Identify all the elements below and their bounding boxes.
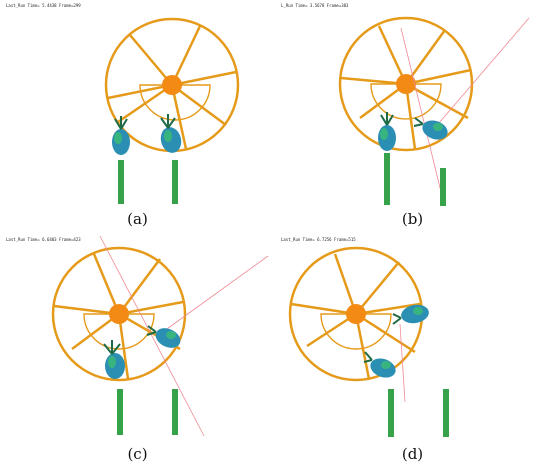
pineapple [103, 340, 125, 379]
force-arrow [400, 17, 530, 201]
panel-caption: (a) [127, 210, 148, 228]
hub [346, 304, 366, 324]
panel-b: L_Run Time= 3.5678 Frame=383 (b) [275, 0, 550, 234]
pineapple [160, 114, 182, 153]
frame-header: Last_Run Time= 6.6403 Frame=423 [6, 237, 81, 242]
force-arrow [99, 235, 269, 437]
panel-caption: (d) [401, 445, 424, 463]
stalk [117, 389, 123, 435]
hub [109, 304, 129, 324]
panel-d: Last_Run Time= 6.7256 Frame=515 (d) [275, 234, 550, 468]
force-arrow [399, 323, 406, 403]
pineapple [363, 351, 396, 378]
pineapple [146, 325, 181, 348]
reel-wheel [51, 246, 187, 382]
stalk [440, 168, 446, 206]
panel-caption: (c) [127, 445, 148, 463]
simulation-view-c [51, 235, 269, 437]
pineapple [392, 304, 429, 325]
stalk [118, 160, 124, 204]
frame-header: Last_Run Time= 5.4438 Frame=299 [6, 3, 81, 8]
stalk [172, 389, 178, 435]
stalk [384, 153, 390, 205]
simulation-view-d [288, 246, 449, 437]
panel-c: Last_Run Time= 6.6403 Frame=423 (c) [0, 234, 275, 468]
stalk [172, 160, 178, 204]
simulation-view-a [104, 17, 240, 204]
frame-header: L_Run Time= 3.5678 Frame=383 [281, 3, 349, 8]
hub [162, 75, 182, 95]
pineapple [413, 117, 448, 140]
panel-caption: (b) [401, 210, 424, 228]
panel-a: Last_Run Time= 5.4438 Frame=299 (a) [0, 0, 275, 234]
stalk [443, 389, 449, 437]
stalk [388, 389, 394, 437]
frame-header: Last_Run Time= 6.7256 Frame=515 [281, 237, 356, 242]
pineapple [112, 116, 130, 155]
pineapple [378, 112, 396, 151]
simulation-view-b [338, 16, 530, 206]
reel-wheel [338, 16, 474, 152]
hub [396, 74, 416, 94]
